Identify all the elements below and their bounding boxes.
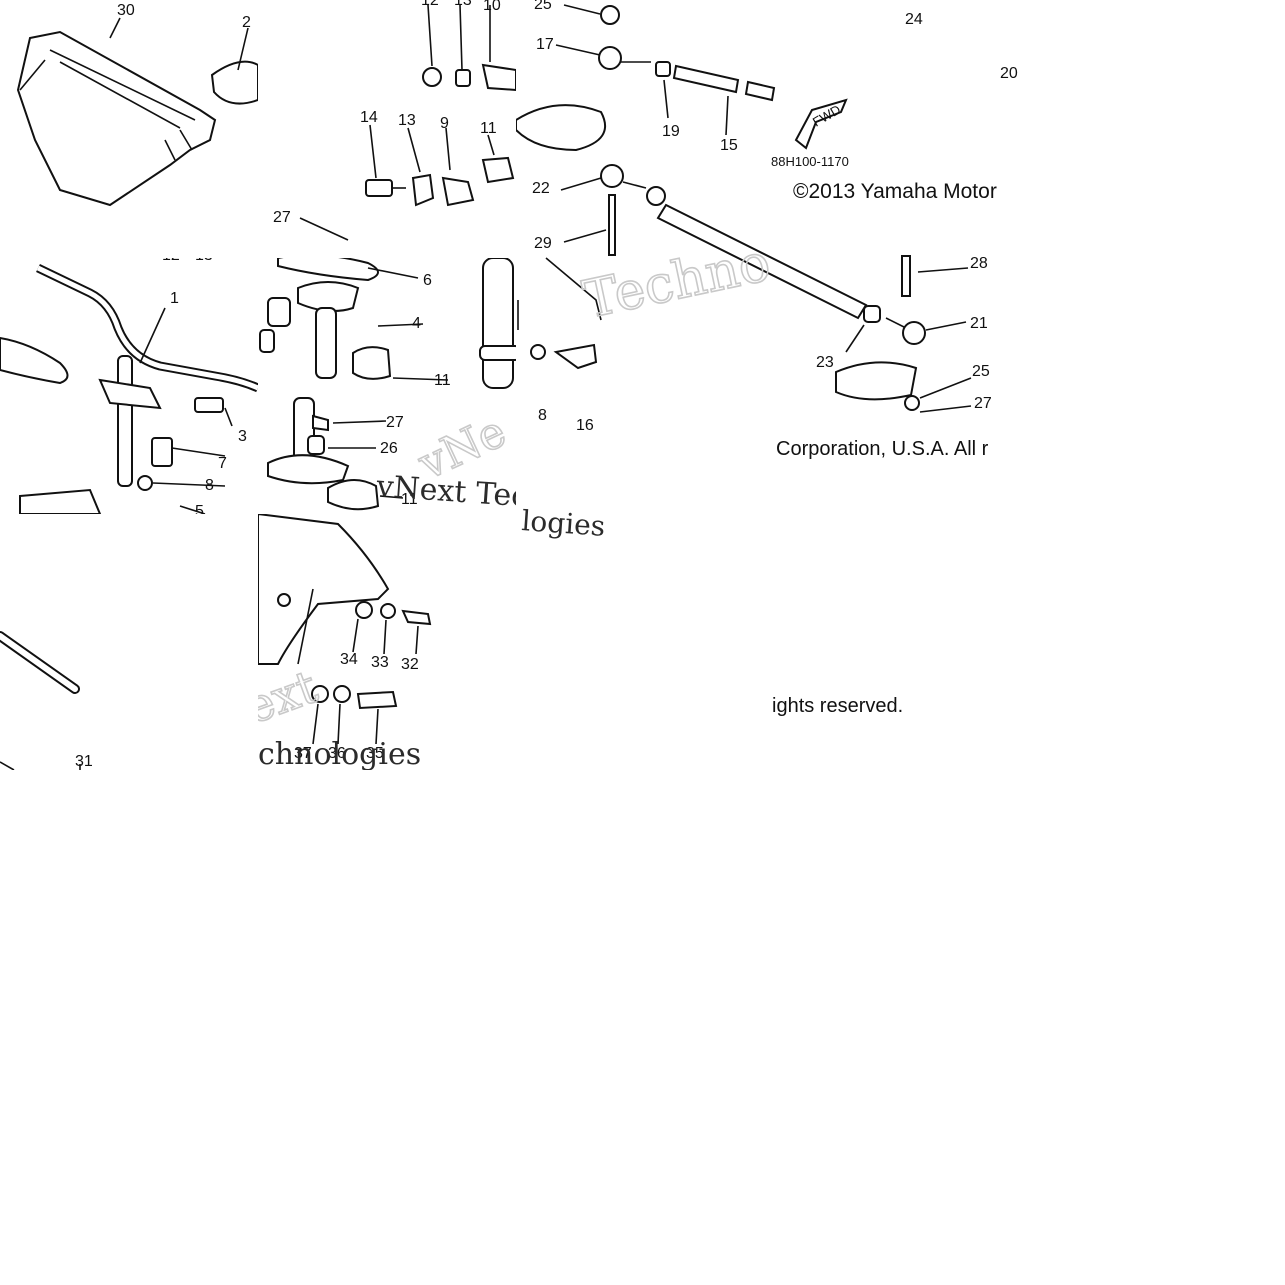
rod-lower-left-drawing: 31 (0, 631, 93, 770)
callout-27c: 27 (386, 414, 404, 431)
callout-29: 29 (534, 235, 552, 252)
callout-25a: 25 (534, 0, 552, 13)
callout-15: 15 (720, 137, 738, 154)
callout-32: 32 (401, 656, 419, 673)
fasteners-drawing: 12 13 10 14 13 9 11 27 (273, 0, 516, 258)
watermark-strip-drawing: logies (521, 504, 607, 540)
callout-13c: 13 (195, 258, 213, 264)
steering-column-drawing: 6 4 11 27 26 11 vNe vNext Tec (259, 258, 516, 514)
copyright-line-3: ights reserved. (772, 695, 903, 717)
callout-34: 34 (340, 651, 358, 668)
bracket-drawing: 34 33 32 37 36 35 ext chnologies (258, 514, 432, 770)
left-grip (0, 336, 69, 385)
callout-30: 30 (117, 2, 135, 19)
callout-11c: 11 (401, 491, 418, 508)
tile-rod-lower-left: 31 (0, 514, 258, 770)
callout-13a: 13 (454, 0, 472, 9)
callout-12b: 12 (162, 258, 180, 264)
tile-handle-cover: 30 2 (0, 0, 258, 258)
callout-19: 19 (662, 123, 680, 140)
callout-23: 23 (816, 354, 834, 371)
copyright-tail-drawing: ights reserved. (772, 695, 903, 717)
callout-33: 33 (371, 654, 389, 671)
callout-11a: 11 (480, 120, 497, 137)
tile-steering-column: 6 4 11 27 26 11 vNe vNext Tec (258, 258, 516, 514)
watermark-ext: ext (258, 659, 325, 734)
steering-shaft (117, 355, 133, 487)
tile-tie-rod: FWD 88H100-1170 ©2013 Yamaha Motor 25 24… (516, 0, 1030, 514)
tile-watermark-strip: logies (516, 500, 774, 540)
callout-17: 17 (536, 36, 554, 53)
callout-13b: 13 (398, 112, 416, 129)
callout-9: 9 (440, 115, 449, 132)
tie-rod-drawing: FWD 88H100-1170 ©2013 Yamaha Motor 25 24… (516, 0, 1018, 460)
callout-1: 1 (170, 290, 179, 307)
callout-31: 31 (75, 753, 93, 770)
tile-fasteners: 12 13 10 14 13 9 11 27 (258, 0, 516, 258)
watermark-vnext: vNext Tec (374, 469, 516, 514)
callout-8a: 8 (205, 477, 214, 494)
drawing-code: 88H100-1170 (771, 154, 849, 169)
callout-35: 35 (366, 745, 384, 762)
tile-handlebar: 12 13 1 3 7 8 5 (0, 258, 258, 514)
ball-joint-middle (600, 164, 624, 188)
callout-26: 26 (380, 440, 398, 457)
callout-36: 36 (328, 745, 346, 762)
handlebar-drawing: 12 13 1 3 7 8 5 (0, 258, 258, 514)
long-bolt (608, 194, 616, 256)
grip-part (210, 60, 258, 105)
callout-11b: 11 (434, 372, 451, 389)
bracket-part (258, 514, 390, 665)
callout-16: 16 (576, 417, 594, 434)
callout-4: 4 (412, 315, 421, 332)
upper-flange (297, 281, 360, 313)
tile-bracket: 34 33 32 37 36 35 ext chnologies (258, 514, 516, 770)
callout-20: 20 (1000, 65, 1018, 82)
upper-rod-part (672, 64, 740, 94)
ball-joint-upper (598, 46, 622, 70)
handle-cover-drawing: 30 2 (16, 2, 258, 207)
fwd-arrow (794, 98, 848, 150)
callout-27b: 27 (974, 395, 992, 412)
watermark-techno: Techno (578, 233, 775, 331)
callout-37: 37 (294, 745, 312, 762)
callout-12a: 12 (421, 0, 439, 9)
callout-27a: 27 (273, 209, 291, 226)
watermark-logies: logies (521, 504, 607, 540)
nut-part (422, 67, 442, 87)
copyright-line-2: Corporation, U.S.A. All r (776, 438, 989, 460)
ball-joint-right (902, 321, 926, 345)
callout-10a: 10 (483, 0, 501, 14)
copyright-line-1: ©2013 Yamaha Motor (793, 180, 997, 203)
watermark-chnologies: chnologies (258, 737, 421, 770)
main-tie-rod (656, 203, 868, 320)
callout-6: 6 (423, 272, 432, 289)
callout-7: 7 (218, 455, 227, 472)
callout-2: 2 (242, 14, 251, 31)
callout-5: 5 (195, 503, 204, 514)
lower-flange (267, 454, 350, 485)
callout-8b: 8 (538, 407, 547, 424)
callout-22: 22 (532, 180, 550, 197)
callout-25b: 25 (972, 363, 990, 380)
callout-14: 14 (360, 109, 378, 126)
bolt-part (365, 179, 393, 197)
steering-column (315, 307, 337, 379)
callout-28: 28 (970, 255, 988, 272)
handle-cover-part (16, 30, 217, 207)
callout-24: 24 (905, 11, 923, 28)
tile-copyright-tail: ights reserved. (770, 685, 1030, 725)
callout-21: 21 (970, 315, 988, 332)
callout-3: 3 (238, 428, 247, 445)
